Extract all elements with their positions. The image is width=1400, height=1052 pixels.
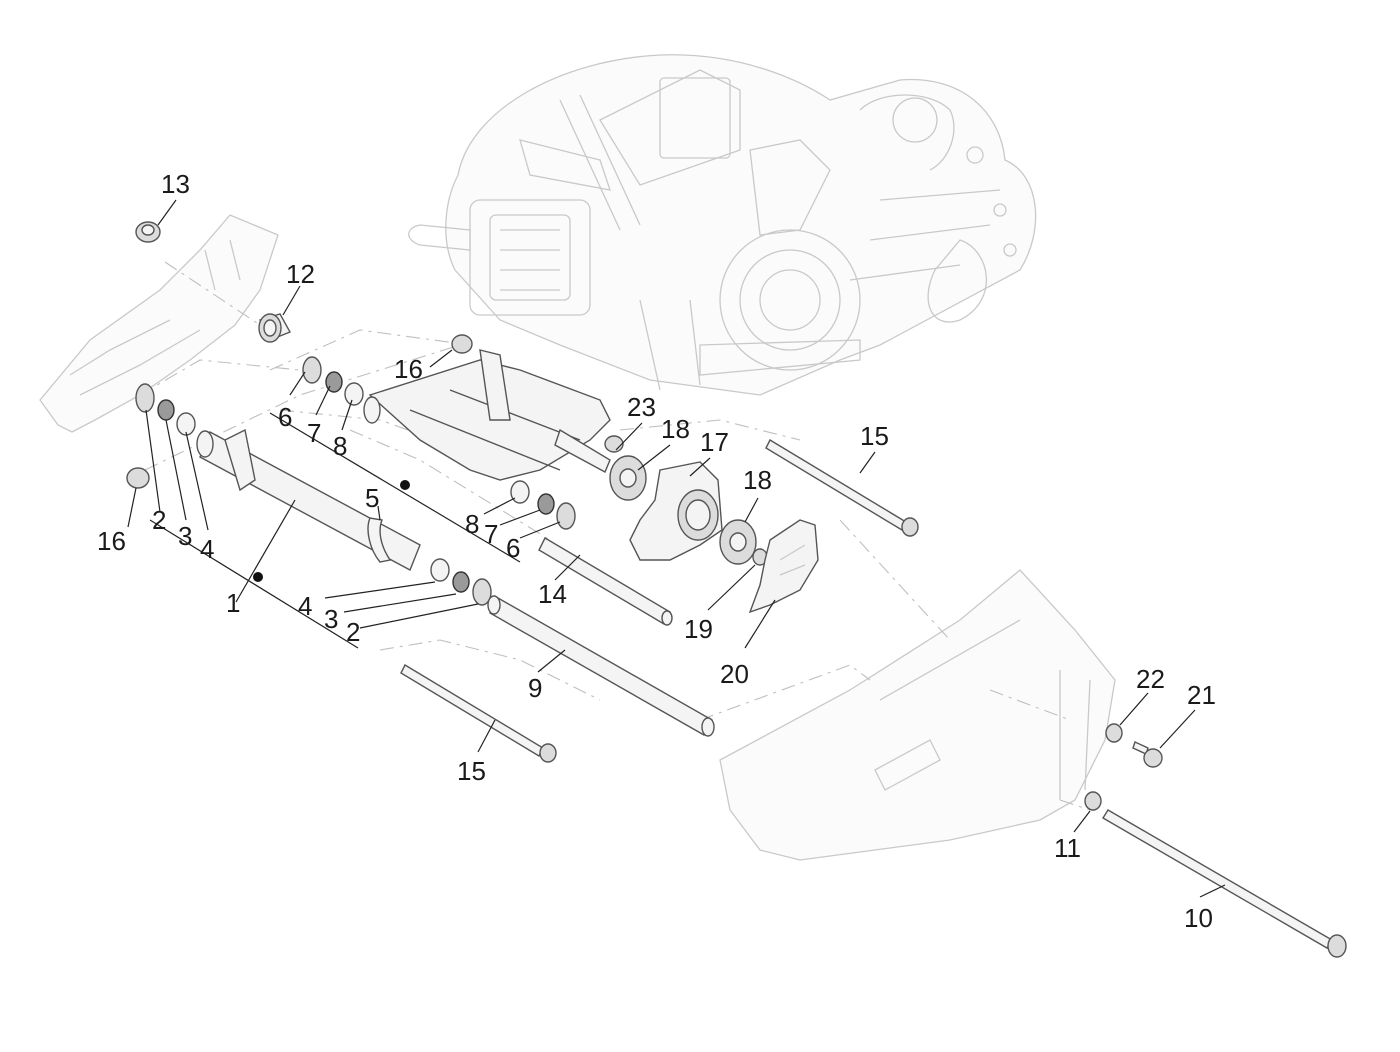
part-14-rod <box>538 537 673 626</box>
callout-23: 23 <box>627 392 656 422</box>
callout-10: 10 <box>1184 903 1213 933</box>
callout-17: 17 <box>700 427 729 457</box>
callout-16: 16 <box>97 526 126 556</box>
callout-18: 18 <box>661 414 690 444</box>
callout-6: 6 <box>506 533 520 563</box>
callout-22: 22 <box>1136 664 1165 694</box>
bracket-lines <box>149 412 521 649</box>
part-16-nut-left <box>126 467 150 489</box>
callout-3: 3 <box>324 604 338 634</box>
callout-18: 18 <box>743 465 772 495</box>
marker-dot <box>400 480 410 490</box>
frame-bracket-right <box>719 569 1116 861</box>
callout-4: 4 <box>200 534 214 564</box>
part-10-long-bolt <box>1102 809 1347 958</box>
part-13-nut <box>135 221 161 243</box>
callout-16: 16 <box>394 354 423 384</box>
part-17-support <box>629 461 723 561</box>
leader-lines <box>127 199 1226 898</box>
part-23-nut <box>604 435 624 453</box>
callout-9: 9 <box>528 673 542 703</box>
callout-7: 7 <box>307 418 321 448</box>
parts-6-7-8-upper-stack <box>302 356 364 406</box>
part-18-rubber-lower <box>719 519 757 565</box>
frame-bracket-left <box>39 214 279 433</box>
callout-1: 1 <box>226 588 240 618</box>
assembly-guide-lines <box>139 261 1091 811</box>
parts-6-7-8-lower-stack <box>510 480 576 530</box>
part-1-pivot-shaft <box>196 428 421 571</box>
callout-21: 21 <box>1187 680 1216 710</box>
part-18-rubber-upper <box>609 455 647 501</box>
part-9-tube <box>487 595 715 737</box>
callout-14: 14 <box>538 579 567 609</box>
swingarm-link <box>363 349 611 481</box>
parts-2-3-4-lower-stack <box>430 558 492 606</box>
part-22-washer <box>1105 723 1123 743</box>
part-12-bushing <box>258 313 291 343</box>
callout-15: 15 <box>860 421 889 451</box>
part-5-clip <box>367 517 392 563</box>
callout-6: 6 <box>278 402 292 432</box>
part-20-cover <box>748 519 819 614</box>
callout-5: 5 <box>365 483 379 513</box>
part-21-bolt <box>1132 741 1163 768</box>
callout-20: 20 <box>720 659 749 689</box>
part-15-bolt-upper <box>765 439 919 537</box>
callout-3: 3 <box>178 521 192 551</box>
callout-12: 12 <box>286 259 315 289</box>
marker-dot <box>253 572 263 582</box>
callout-labels: 13 12 16 6 7 8 2 3 4 16 1 5 4 3 2 8 7 6 … <box>97 169 1216 933</box>
callout-15: 15 <box>457 756 486 786</box>
callout-13: 13 <box>161 169 190 199</box>
parts-2-3-4-left-stack <box>135 383 196 436</box>
callout-8: 8 <box>465 509 479 539</box>
callout-11: 11 <box>1054 833 1081 863</box>
part-16-nut-upper <box>451 334 473 354</box>
callout-7: 7 <box>484 519 498 549</box>
callout-2: 2 <box>346 617 360 647</box>
callout-4: 4 <box>298 591 312 621</box>
callout-8: 8 <box>333 431 347 461</box>
callout-2: 2 <box>152 505 166 535</box>
part-15-bolt-lower <box>400 664 557 763</box>
part-11-washer <box>1084 791 1102 811</box>
engine-illustration <box>408 54 1037 396</box>
callout-19: 19 <box>684 614 713 644</box>
